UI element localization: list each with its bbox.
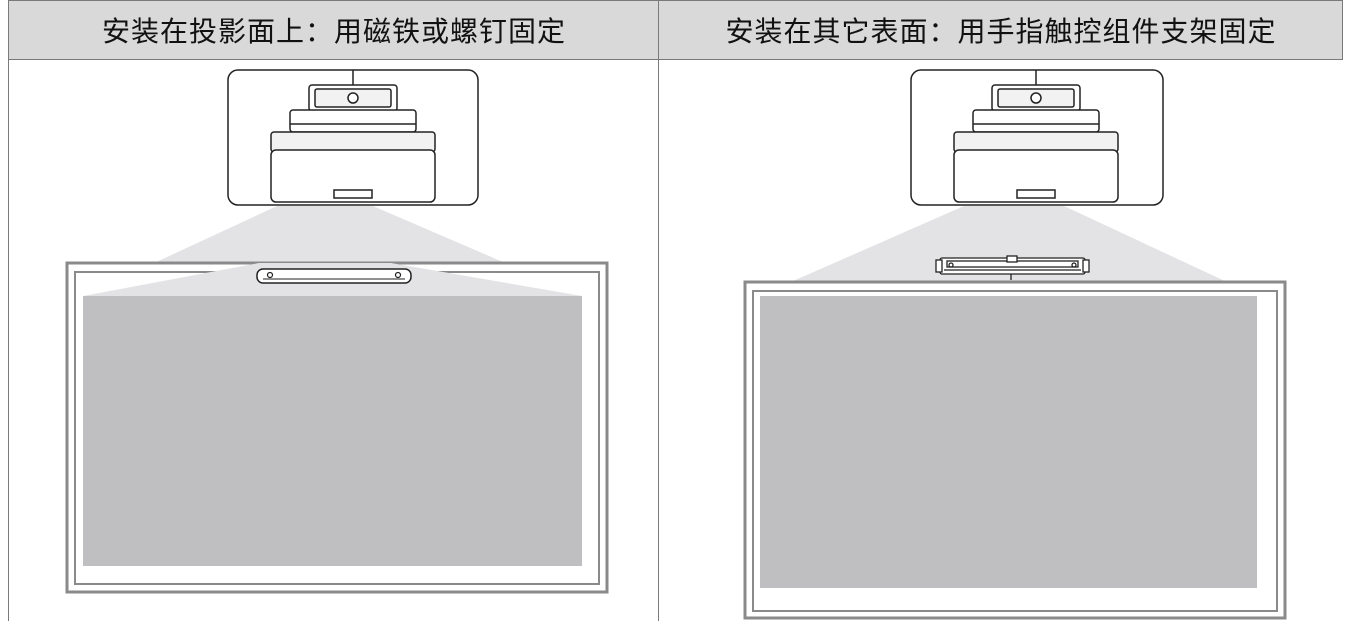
body-column-divider <box>658 60 659 621</box>
illustration-projection-surface-mount <box>9 60 658 621</box>
mounting-options-table: 安装在投影面上：用磁铁或螺钉固定 安装在其它表面：用手指触控组件支架固定 <box>8 0 1343 621</box>
projected-image-area <box>83 296 582 566</box>
projection-beam <box>759 206 1257 296</box>
mount-screw-right <box>394 271 402 279</box>
mount-screw-left <box>266 271 274 279</box>
projector-icon <box>953 70 1119 203</box>
right-illustration-svg <box>743 69 1287 620</box>
mount-bar <box>256 268 412 284</box>
table-header-row: 安装在投影面上：用磁铁或螺钉固定 安装在其它表面：用手指触控组件支架固定 <box>8 0 1343 60</box>
header-mount-on-projection-surface: 安装在投影面上：用磁铁或螺钉固定 <box>101 15 566 48</box>
touch-unit-bracket <box>935 255 1090 280</box>
projector-icon <box>270 70 436 203</box>
header-column-divider <box>658 0 659 60</box>
left-illustration-svg <box>65 69 609 594</box>
projected-image-area <box>760 296 1257 588</box>
illustration-other-surface-mount <box>659 60 1343 621</box>
table-left-border <box>8 60 9 621</box>
header-mount-on-other-surface: 安装在其它表面：用手指触控组件支架固定 <box>725 15 1277 48</box>
